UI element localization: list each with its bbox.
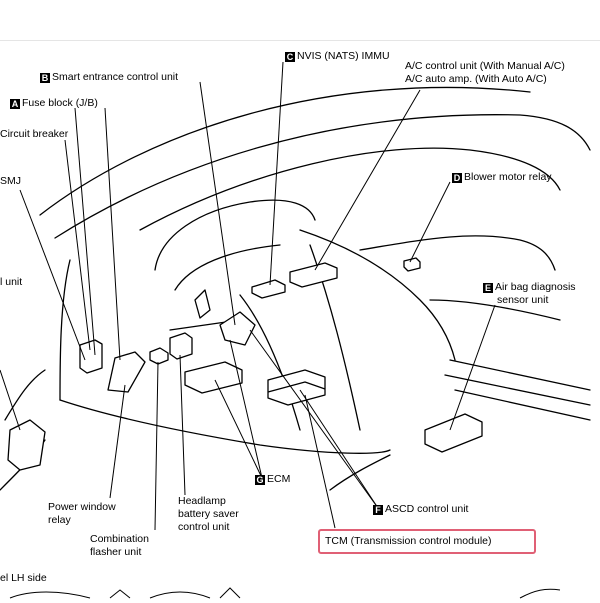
label-airbag-sub: sensor unit — [497, 294, 549, 306]
unit-left-box — [7, 419, 46, 471]
bottom-stroke-5 — [519, 588, 561, 599]
unit-f-base — [267, 381, 326, 393]
badge-g: G — [255, 475, 265, 485]
label-power-window: Power window — [48, 501, 116, 513]
leader-tcm — [304, 394, 336, 529]
leader-combo — [154, 361, 159, 531]
label-tcm: TCM (Transmission control module) — [325, 535, 492, 547]
leader-g-2 — [229, 339, 263, 479]
label-lh-side: el LH side — [0, 572, 47, 584]
unit-g-box — [184, 361, 243, 394]
leader-circuit — [64, 139, 91, 351]
label-headlamp-3: control unit — [178, 521, 230, 533]
center-stack — [299, 229, 456, 361]
lower-floor — [329, 454, 391, 491]
badge-e: E — [483, 283, 493, 293]
meter-hood — [154, 199, 316, 271]
leader-f-1 — [299, 389, 379, 509]
unit-combo-box — [149, 347, 169, 365]
badge-b: B — [40, 73, 50, 83]
label-combination-2: flasher unit — [90, 546, 142, 558]
left-panel — [4, 369, 46, 421]
column-1 — [194, 289, 211, 319]
leader-power — [109, 384, 126, 499]
bottom-stroke-3 — [149, 591, 211, 599]
bottom-stroke-2 — [109, 589, 131, 599]
label-power-window-2: relay — [48, 514, 71, 526]
leader-a-1 — [74, 107, 96, 356]
unit-power-box — [107, 351, 146, 393]
top-divider — [0, 40, 600, 41]
leader-headlamp — [179, 354, 186, 496]
badge-d: D — [452, 173, 462, 183]
leader-f-2 — [249, 329, 379, 509]
console-left — [239, 294, 301, 431]
leader-c — [269, 61, 284, 286]
label-ac-control: A/C control unit (With Manual A/C) — [405, 60, 565, 72]
leader-b — [199, 81, 236, 326]
bottom-stroke-4 — [219, 587, 241, 599]
unit-b-box — [219, 311, 256, 346]
badge-f: F — [373, 505, 383, 515]
unit-headlamp-box — [169, 332, 193, 360]
unit-a-box — [79, 339, 103, 374]
leader-e — [449, 304, 496, 431]
unit-c-box — [251, 279, 286, 299]
lower-dash-2 — [59, 259, 71, 401]
door-line-1 — [449, 359, 591, 391]
leader-g-1 — [214, 379, 263, 479]
badge-c: C — [285, 52, 295, 62]
bottom-stroke-1 — [9, 591, 91, 599]
leader-left-unit — [0, 369, 21, 431]
door-line-2 — [444, 374, 591, 406]
leader-a-2 — [104, 107, 121, 361]
leader-smj — [19, 189, 86, 361]
leader-ac — [314, 89, 421, 271]
label-combination: Combination — [90, 533, 149, 545]
label-ac-auto: A/C auto amp. (With Auto A/C) — [405, 73, 547, 85]
dash-top-edge — [139, 147, 561, 231]
unit-ac-box — [289, 262, 338, 288]
tcm-highlight-box — [318, 529, 536, 554]
door-line-3 — [454, 389, 591, 421]
badge-a: A — [10, 99, 20, 109]
label-left-unit: l unit — [0, 276, 23, 288]
meter-hood-lower — [174, 244, 281, 291]
windshield-lower — [54, 114, 591, 239]
unit-d-box — [403, 257, 421, 272]
label-circuit-breaker: Circuit breaker — [0, 128, 69, 140]
lower-dash — [59, 399, 391, 454]
leader-d — [409, 181, 451, 263]
label-headlamp-2: battery saver — [178, 508, 239, 520]
windshield-upper — [39, 86, 531, 216]
glovebox-outline — [359, 235, 556, 271]
label-smj: SMJ — [0, 175, 21, 187]
label-headlamp: Headlamp — [178, 495, 226, 507]
unit-e-box — [424, 413, 483, 453]
